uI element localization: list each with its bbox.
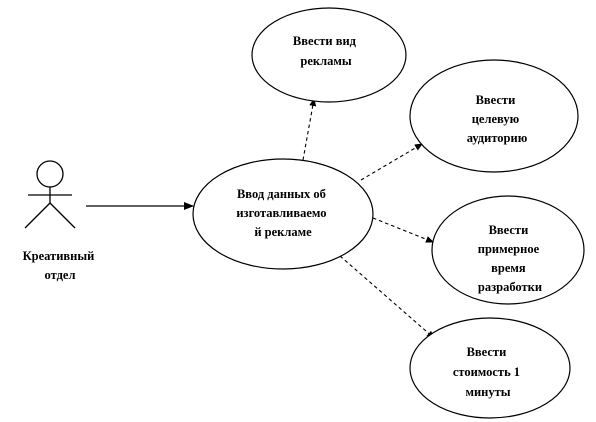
use-case-target-audience-line: целевую xyxy=(472,112,520,126)
actor-name: Креативный отдел xyxy=(23,249,98,282)
use-case-minute-cost-ellipse xyxy=(409,317,571,419)
use-case-ad-type-line: Ввести вид xyxy=(293,34,357,48)
use-case-dev-time-line: примерное xyxy=(478,242,540,256)
use-case-minute-cost-line: минуты xyxy=(465,385,510,399)
actor-creative-department: Креативный отдел xyxy=(23,160,98,282)
use-case-minute-cost-label: Ввести стоимость 1 минуты xyxy=(453,345,523,399)
use-case-dev-time-ellipse xyxy=(431,195,585,305)
use-case-minute-cost-line: стоимость 1 xyxy=(453,365,520,379)
use-case-minute-cost: Ввести стоимость 1 минуты xyxy=(409,317,571,419)
dependency-arrow-minute-cost xyxy=(339,255,435,339)
use-case-main-label: Ввод данных об изготавливаемо й рекламе xyxy=(236,187,329,239)
use-case-main-line: Ввод данных об xyxy=(237,187,326,201)
use-case-ad-type-label: Ввести вид рекламы xyxy=(293,34,359,68)
actor-name-line: Креативный xyxy=(23,249,95,263)
use-case-dev-time-label: Ввести примерное время разработки xyxy=(478,223,543,294)
use-case-target-audience-line: Ввести xyxy=(476,93,516,107)
use-case-dev-time-line: время xyxy=(491,261,526,275)
use-case-target-audience-label: Ввести целевую аудиторию xyxy=(467,93,528,145)
use-case-ad-type-line: рекламы xyxy=(300,54,351,68)
use-case-main-input: Ввод данных об изготавливаемо й рекламе xyxy=(192,158,374,270)
use-case-dev-time-line: разработки xyxy=(478,280,542,294)
use-case-target-audience-ellipse xyxy=(409,59,579,173)
dependency-arrow-ad-type xyxy=(302,98,317,161)
use-case-main-line: й рекламе xyxy=(254,225,312,239)
dependency-arrow-dev-time xyxy=(372,217,434,243)
use-case-ad-type: Ввести вид рекламы xyxy=(251,7,407,103)
dependency-arrow-target-audience xyxy=(360,143,423,181)
actor-head xyxy=(36,160,64,188)
use-case-main-ellipse xyxy=(192,158,374,270)
use-case-minute-cost-line: Ввести xyxy=(467,345,507,359)
actor-name-line: отдел xyxy=(45,268,76,282)
use-case-dev-time-line: Ввести xyxy=(489,223,529,237)
use-case-dev-time: Ввести примерное время разработки xyxy=(431,195,585,305)
use-case-target-audience-line: аудиторию xyxy=(467,131,528,145)
actor-right-leg xyxy=(49,202,76,229)
use-case-target-audience: Ввести целевую аудиторию xyxy=(409,59,579,173)
use-case-main-line: изготавливаемо xyxy=(236,206,326,220)
actor-left-leg xyxy=(24,202,51,229)
use-case-ad-type-ellipse xyxy=(251,7,407,103)
